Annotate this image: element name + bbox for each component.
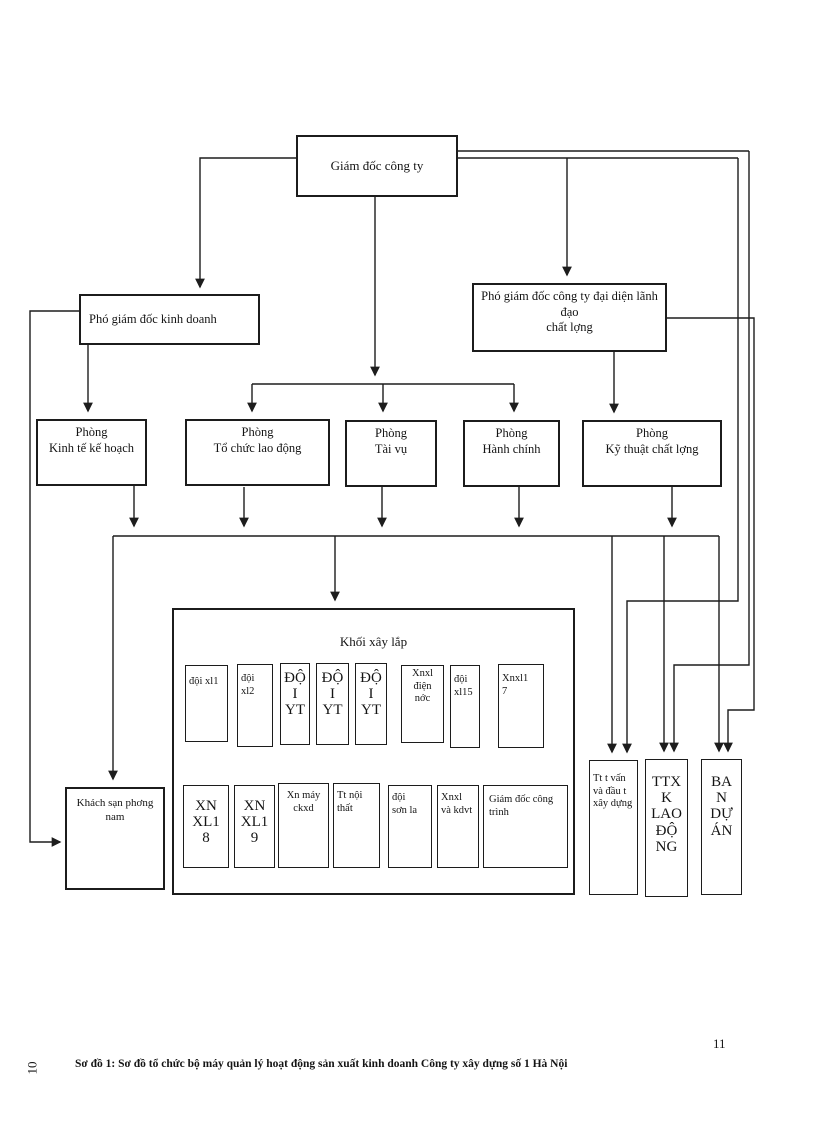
- unit-box-team-b: ĐỘ I YT: [316, 663, 349, 745]
- department-box-quality-engineering: Phòng Kỹ thuật chất lợng: [582, 420, 722, 487]
- support-unit-box-consulting: Tt t vấn và đầu t xây dựng: [589, 760, 638, 895]
- unit-box-team-c: ĐỘ I YT: [355, 663, 387, 745]
- unit-box-xn-xl19: XN XL1 9: [234, 785, 275, 868]
- figure-caption: Sơ đồ 1: Sơ đồ tổ chức bộ máy quản lý ho…: [75, 1058, 568, 1070]
- support-unit-box-labor-centre: TTX K LAO ĐỘ NG: [645, 759, 688, 897]
- construction-block-title: Khối xây lắp: [339, 633, 408, 649]
- unit-box-team-xl2: đội xl2: [237, 664, 273, 747]
- support-unit-box-project-board: BA N DỰ ÁN: [701, 759, 742, 895]
- department-box-administration: Phòng Hành chính: [463, 420, 560, 487]
- margin-page-number: 10: [24, 1061, 40, 1075]
- hotel-box: Khách sạn phơng nam: [65, 787, 165, 890]
- page-number: 11: [713, 1036, 726, 1051]
- unit-box-machinery: Xn máy ckxd: [278, 783, 329, 868]
- unit-box-team-son-la: đội sơn la: [388, 785, 432, 868]
- unit-box-xn-xl18: XN XL1 8: [183, 785, 229, 868]
- department-box-labor-organization: Phòng Tổ chức lao động: [185, 419, 330, 486]
- unit-box-team-xl15: đội xl15: [450, 665, 480, 748]
- unit-box-team-a: ĐỘ I YT: [280, 663, 310, 745]
- unit-box-team-xl1: đội xl1: [185, 665, 228, 742]
- deputy-business-box: Phó giám đốc kinh doanh: [79, 294, 260, 345]
- director-box: Giám đốc công ty: [296, 135, 458, 197]
- department-box-economics: Phòng Kinh tế kế hoạch: [36, 419, 147, 486]
- department-box-finance: Phòng Tài vụ: [345, 420, 437, 487]
- unit-box-xnxl-kdvt: Xnxl và kdvt: [437, 785, 479, 868]
- deputy-quality-box: Phó giám đốc công ty đại diện lãnh đạo c…: [472, 283, 667, 352]
- unit-box-interior: Tt nội thất: [333, 783, 380, 868]
- unit-box-xnxl1: Xnxl1 7: [498, 664, 544, 748]
- unit-box-site-director: Giám đốc công trình: [483, 785, 568, 868]
- unit-box-electric-water: Xnxl điện nớc: [401, 665, 444, 743]
